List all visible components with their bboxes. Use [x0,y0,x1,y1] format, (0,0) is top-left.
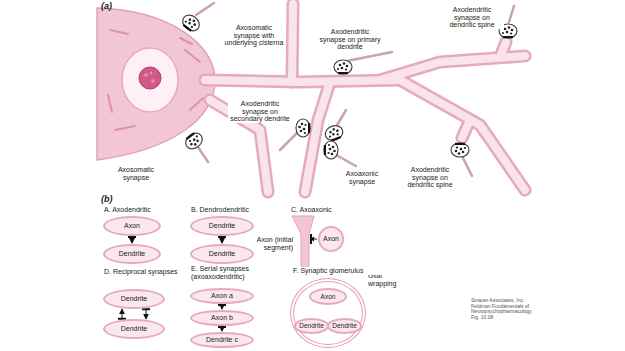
neurite-label: Dendrite [209,222,235,230]
arrow-line [146,309,147,319]
synaptic-density [218,326,226,328]
part-label: Axon (initial segment) [252,236,294,251]
synaptic-density [218,304,226,306]
synapse-arrow [218,327,226,331]
panel-title: D. Reciprocal synapses [103,268,190,276]
panel-title: C. Axoaxonic [290,206,372,214]
neurite-oval: Dendrite c [190,332,254,348]
neurite-oval: Dendrite [103,319,165,339]
arrow-line [122,309,123,319]
neurite-oval: Axon [309,288,347,305]
synaptic-glomerulus: Glial wrappingAxonDendriteDendrite [290,278,366,348]
neurite-label: Dendrite [121,325,147,333]
callout-label: Axosomatic synapse [110,166,162,181]
neurite-oval: Dendrite [103,244,161,264]
callout-label: Axosomatic synapse with underlying ciste… [222,24,286,47]
synaptic-density [128,236,136,238]
callout-label: Axodendritic synapse on dendritic spine [440,6,504,29]
synapse-arrow [118,309,126,319]
callout-label: Axodendritic synapse on primary dendrite [318,28,382,51]
synapse-arrow [218,237,226,243]
neurite-oval: Dendrite [190,244,254,264]
neurite-oval: Dendrite [327,318,362,334]
neurite-label: Dendrite [332,322,357,329]
credit-note: Sinauer Associates, Inc. Feldman Fundame… [470,298,534,320]
neurite-oval: Axon [103,216,161,236]
callout-label: Axodendritic synapse on secondary dendri… [228,100,292,123]
synapse-arrow [142,309,150,319]
neurite-oval: Axon a [190,288,254,304]
panel-title: B. Dendrodendritic [190,206,282,214]
neurite-label: Dendrite c [206,336,238,344]
panel-letter: (b) [100,195,122,205]
neurite-label: Dendrite [209,250,235,258]
neurite-label: Axon [124,222,140,230]
synaptic-density [218,236,226,238]
neurite-label: Axon [321,293,336,300]
neurite-oval: Dendrite [103,289,165,309]
panel-letter: (a) [100,2,122,12]
callout-label: Axoaxonic synapse [340,170,384,185]
neurite-label: Axon b [211,314,233,322]
synapse-arrow [128,237,136,243]
neurite-label: Dendrite [121,295,147,303]
axon-circle: Axon [318,226,344,252]
panel-title: E. Serial synapses (axoaxodendritic) [190,265,270,280]
panel-title: F. Synaptic glomerulus [292,267,384,275]
synapse-arrow [218,305,226,309]
neurite-oval: Dendrite [190,216,254,236]
callout-label: Axodendritic synapse on dendritic spine [398,166,462,189]
neurite-label: Dendrite [299,322,324,329]
neurite-oval: Axon b [190,310,254,326]
neurite-label: Axon [323,235,339,243]
neurite-label: Dendrite [119,250,145,258]
neurite-label: Axon a [211,292,233,300]
panel-title: A. Axodendritic [103,206,185,214]
neurite-oval: Dendrite [294,318,329,334]
